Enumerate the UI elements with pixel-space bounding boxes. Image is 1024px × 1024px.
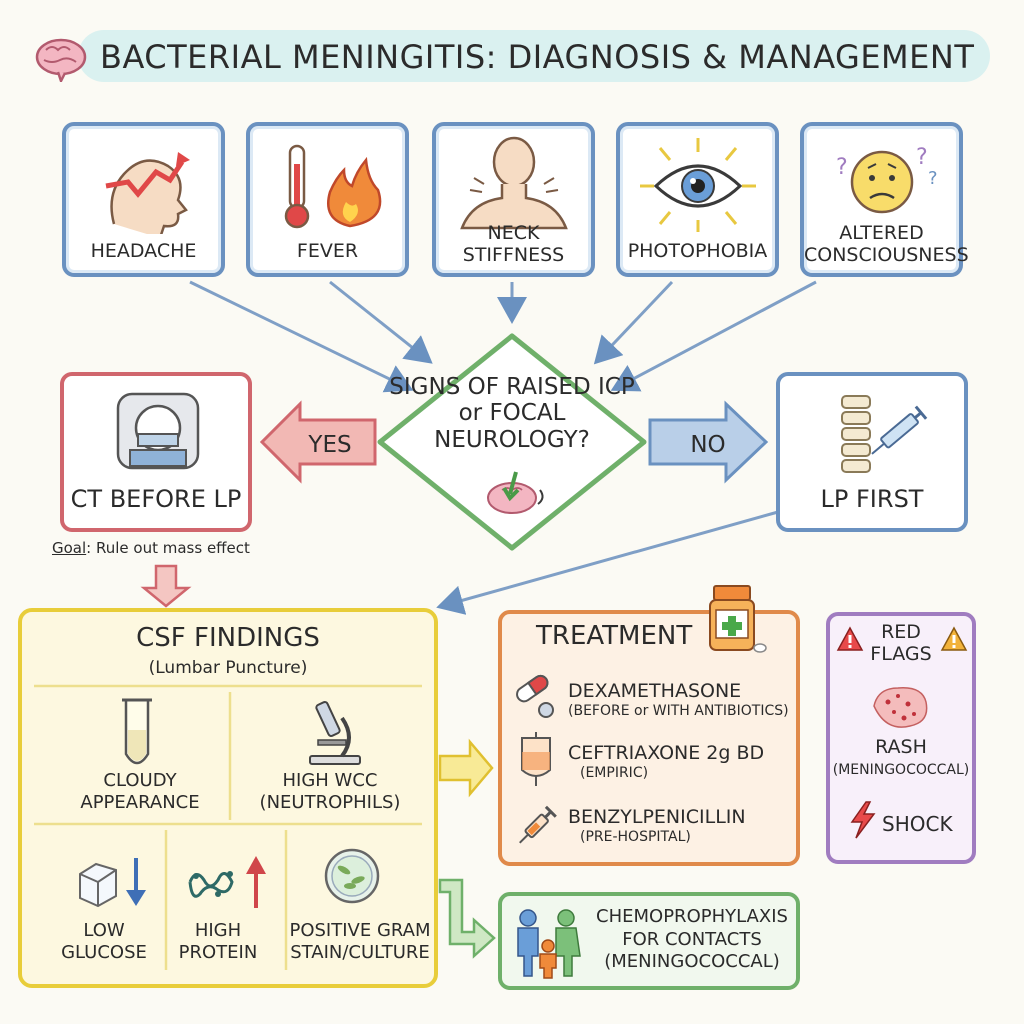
treatment-item-dexamethasone: DEXAMETHASONE (BEFORE or WITH ANTIBIOTIC… [568,680,789,719]
head-pain-icon [105,152,190,234]
symptom-card-altered-consciousness: ? ? ? ALTERED CONSCIOUSNESS [800,122,969,277]
svg-text:?: ? [916,145,928,170]
spine-syringe-icon [841,395,928,473]
iv-bag-icon [521,732,551,786]
petri-dish-icon [324,848,380,904]
arrow-csf-to-treatment [438,738,494,798]
protein-up-icon [188,856,266,908]
goal-text: : Rule out mass effect [86,539,250,557]
csf-findings-panel [18,608,438,988]
decision-diamond [377,333,647,551]
warning-icon [836,626,864,651]
arrow-csf-to-chemo [438,878,496,959]
symptom-label: HEADACHE [90,240,197,263]
csf-subtitle: (Lumbar Puncture) [148,658,308,678]
ct-goal-note: Goal: Rule out mass effect [52,539,292,557]
warning-icon [940,626,968,651]
treatment-title: TREATMENT [536,621,693,651]
ct-before-lp-box: CT BEFORE LP [60,372,252,532]
thermometer-flame-icon [284,144,382,229]
red-flags-panel [826,612,976,864]
title-highlight [78,30,990,82]
sugar-cube-down-icon [79,858,146,908]
symptom-label: FEVER [296,240,359,263]
confused-face-icon: ? ? ? [836,145,938,214]
brain-icon [35,38,87,82]
lp-label: LP FIRST [820,485,924,514]
lp-first-box: LP FIRST [776,372,968,532]
family-icon [517,909,581,979]
medicine-bottle-icon [709,585,767,653]
symptom-card-headache: HEADACHE [62,122,225,277]
chemoprophylaxis-text: CHEMOPROPHYLAXIS FOR CONTACTS (MENINGOCO… [596,906,788,972]
no-label: NO [690,432,726,458]
symptom-card-fever: FEVER [246,122,409,277]
csf-grid-lines [34,684,422,970]
treatment-item-benzylpenicillin: BENZYLPENICILLIN (PRE-HOSPITAL) [568,806,746,845]
pills-icon [516,674,554,718]
rash-label: RASH(MENINGOCOCCAL) [832,736,970,778]
goal-label: Goal [52,539,87,557]
page-title: BACTERIAL MENINGITIS: DIAGNOSIS & MANAGE… [100,38,975,76]
treatment-item-ceftriaxone: CEFTRIAXONE 2g BD (EMPIRIC) [568,742,765,781]
decision-question: SIGNS OF RAISED ICP or FOCAL NEUROLOGY? [389,374,635,453]
microscope-icon [309,701,361,765]
csf-high-wcc-label: HIGH WCC(NEUTROPHILS) [259,770,401,813]
symptom-label: ALTERED CONSCIOUSNESS [804,222,969,267]
shock-label: SHOCK [882,812,953,836]
symptom-label: PHOTOPHOBIA [627,240,768,263]
syringe-icon [519,805,557,844]
svg-text:?: ? [836,155,848,180]
ct-label: CT BEFORE LP [70,485,242,514]
symptom-card-photophobia: PHOTOPHOBIA [616,122,779,277]
symptom-card-neck-stiffness: NECK STIFFNESS [432,122,595,277]
symptom-label: NECK STIFFNESS [462,222,565,267]
arrow-ct-to-csf [140,564,192,608]
brain-arrow-icon [487,471,544,514]
csf-title: CSF FINDINGS [136,623,320,653]
rash-icon [873,687,928,728]
lightning-icon [850,801,876,839]
ct-scanner-icon [116,392,200,470]
eye-icon [640,138,756,232]
svg-text:?: ? [928,168,938,189]
stiff-neck-icon [460,136,568,230]
test-tube-icon [122,698,152,765]
yes-label: YES [308,432,352,458]
